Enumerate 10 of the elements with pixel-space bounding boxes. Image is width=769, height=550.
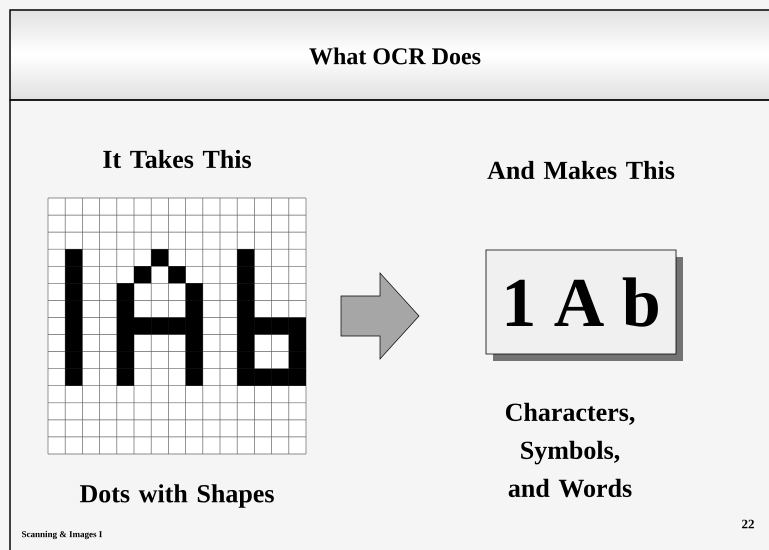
node-label: And Makes This [487,160,674,180]
diagram-title: What OCR Does [309,47,480,65]
footer-text: 22 [742,520,754,528]
pixel-grid-drawing [48,198,306,454]
block-arrow [340,272,420,360]
footer-text: Scanning & Images I [22,530,102,540]
text-box: 1 A b [486,250,683,361]
node-label: Characters, Symbols, and Words [506,402,634,498]
node-label: It Takes This [103,150,251,168]
node-label: Dots with Shapes [80,484,274,508]
